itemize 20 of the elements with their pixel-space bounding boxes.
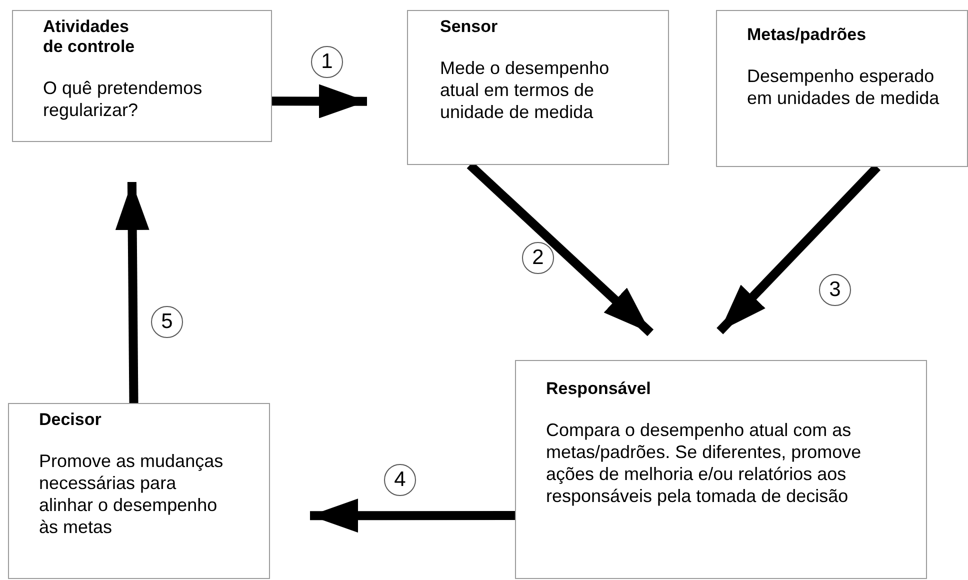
box-title: Sensor: [440, 17, 499, 37]
text-box: [407, 10, 669, 165]
step-number: 4: [384, 464, 416, 496]
box-description: Desempenho esperado em unidades de medida: [747, 65, 940, 109]
text-box: [12, 10, 272, 142]
step-number: 2: [522, 242, 554, 274]
text-box: [515, 360, 927, 579]
box-description: O quê pretendemos regularizar?: [43, 77, 204, 121]
box-description: Compara o desempenho atual com as metas/padrões. Se diferentes, promove ações de melhoria e/ou relatórios aos responsáveis pela tomada de decisão: [546, 419, 862, 507]
text-box: [8, 403, 270, 579]
box-title: Decisor: [39, 410, 102, 430]
box-description: Mede o desempenho atual em termos de unidade de medida: [440, 57, 610, 123]
box-title: Metas/padrões: [747, 25, 868, 45]
step-number: 5: [151, 306, 183, 338]
box-title: Atividades de controle: [43, 17, 136, 57]
box-description: Promove as mudanças necessárias para alinhar o desempenho às metas: [39, 450, 224, 538]
box-title: Responsável: [546, 379, 652, 399]
step-number: 3: [819, 274, 851, 306]
step-number: 1: [311, 46, 343, 78]
text-box: [716, 10, 968, 167]
